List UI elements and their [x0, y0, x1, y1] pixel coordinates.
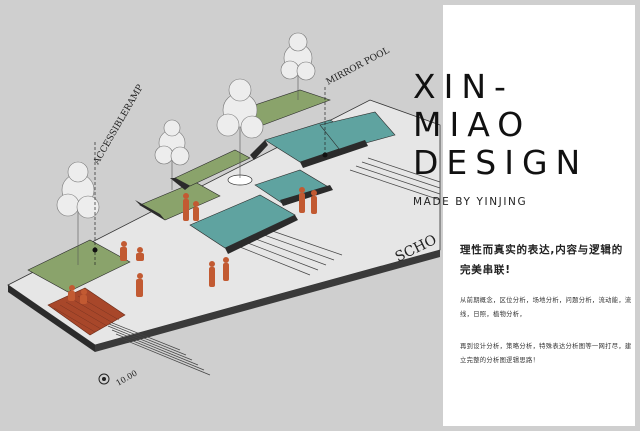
scale-marker: 10.00: [98, 368, 139, 388]
trees: [56, 32, 316, 265]
author-credit: MADE BY YINJING: [413, 196, 528, 208]
person-group-1: [68, 285, 87, 304]
tree-4: [280, 32, 316, 100]
accessible-ramp-label: ACCESSIBLERAMP: [91, 83, 145, 167]
scale-label: 10.00: [115, 368, 139, 387]
title-line-3: DESIGN: [413, 143, 589, 182]
person-group-3: [136, 273, 143, 297]
description-paragraph-1: 从前期概念，区位分析，场地分析，问题分析，流动能，流线，日照，植物分析，: [460, 297, 632, 318]
grass-planters: [27, 89, 331, 293]
tree-3: [216, 78, 264, 178]
description-paragraph-2: 再到设计分析，策略分析，特殊表达分析图等一网打尽，建立完整的分析图逻辑思路！: [460, 343, 632, 364]
person-group-4: [183, 193, 199, 221]
people: [68, 187, 317, 304]
annotation-leaders: [94, 85, 326, 265]
person-group-5: [209, 257, 229, 287]
title-line-2: MIAO: [413, 105, 532, 144]
headline-text: 理性而真实的表达,内容与逻辑的完美串联!: [460, 244, 623, 276]
person-group-2: [120, 241, 144, 261]
design-title: XIN- MIAO DESIGN: [413, 68, 638, 182]
retaining-walls: [135, 140, 368, 254]
front-stairs: [99, 157, 441, 376]
mirror-pool-label: MIRROR POOL: [325, 46, 392, 88]
tree-2: [154, 119, 190, 190]
tree-1: [56, 161, 100, 265]
mirror-pool: [189, 111, 396, 249]
person-group-6: [299, 187, 317, 214]
title-line-1: XIN-: [413, 67, 514, 106]
text-card: [443, 5, 635, 426]
